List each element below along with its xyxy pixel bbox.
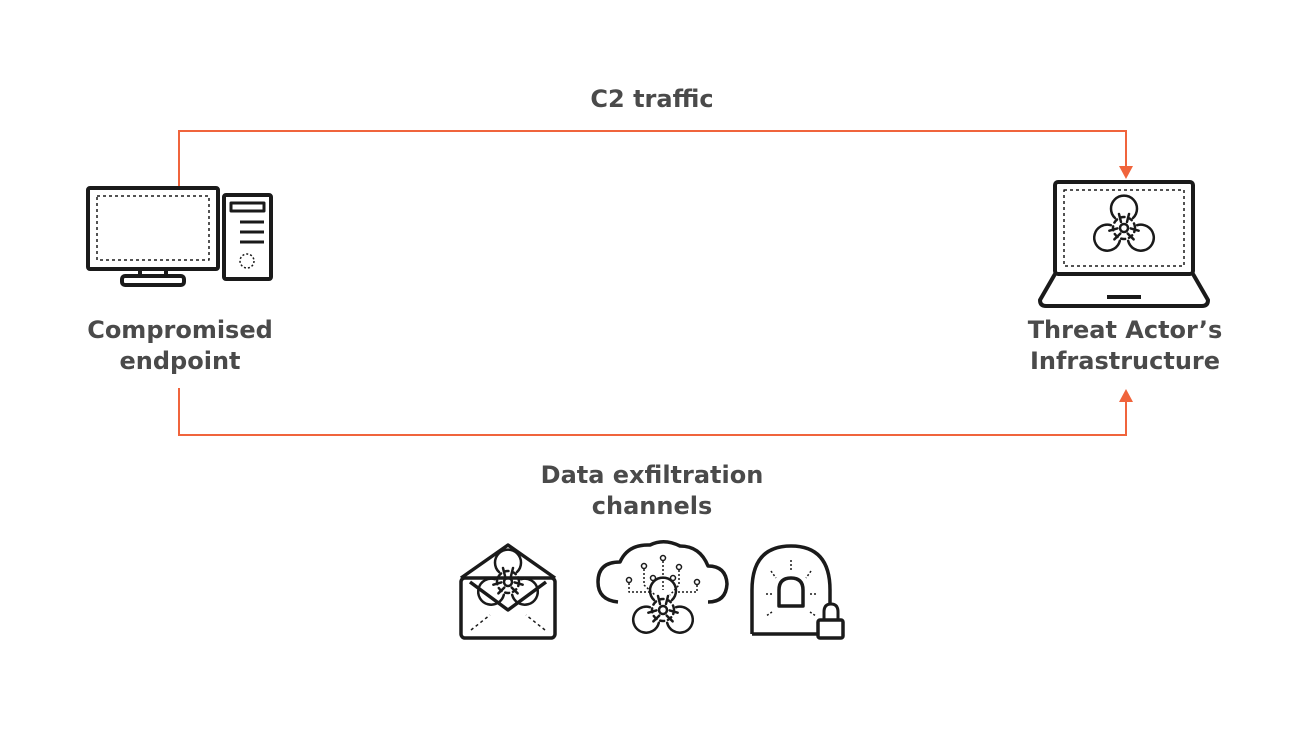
endpoint-label-line2: endpoint	[119, 347, 241, 375]
exfiltration-arrow	[178, 388, 1133, 436]
cloud-biohazard-icon	[596, 540, 729, 639]
exfil-label-line1: Data exfiltration	[540, 461, 764, 489]
threat-actor-label: Threat Actor’s Infrastructure	[1010, 315, 1240, 377]
alarm-lock-icon	[750, 544, 845, 640]
compromised-endpoint-label: Compromised endpoint	[70, 315, 290, 377]
exfil-label-line2: channels	[591, 492, 713, 520]
laptop-biohazard-icon	[1038, 180, 1210, 308]
envelope-biohazard-icon	[459, 543, 557, 640]
c2-traffic-arrow	[178, 130, 1133, 188]
data-exfiltration-label: Data exfiltration channels	[522, 460, 782, 522]
desktop-computer-icon	[86, 186, 273, 287]
c2-traffic-label: C2 traffic	[590, 85, 714, 113]
endpoint-label-line1: Compromised	[87, 316, 273, 344]
threat-label-line1: Threat Actor’s	[1027, 316, 1223, 344]
threat-label-line2: Infrastructure	[1029, 347, 1221, 375]
